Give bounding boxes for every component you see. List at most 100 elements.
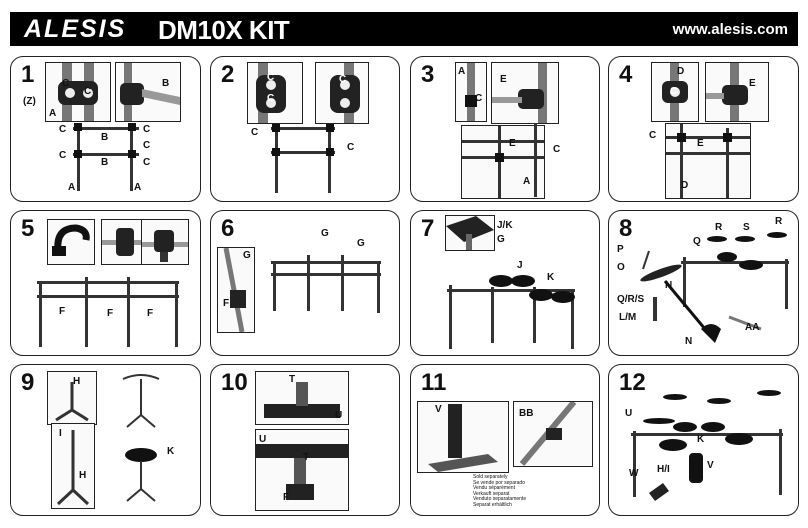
part-label: I <box>59 428 62 439</box>
detail-inset <box>101 219 147 265</box>
kick-pedal-illustration <box>428 404 498 472</box>
frame-diagram <box>462 126 544 198</box>
part-label: K <box>697 434 705 445</box>
step-panel-4: 4 D C E C E D <box>608 56 799 202</box>
detail-inset <box>217 247 255 333</box>
part-label: V <box>435 404 442 415</box>
part-label: W <box>629 468 639 479</box>
part-label: C <box>649 130 657 141</box>
stand-assembly-illustration <box>56 430 90 506</box>
part-label: G <box>497 234 505 245</box>
part-label: F <box>223 298 230 309</box>
part-label: A <box>68 182 76 193</box>
part-label: C <box>143 124 151 135</box>
part-label: U <box>625 408 633 419</box>
rack-diagram <box>271 255 381 313</box>
part-label: C <box>59 124 67 135</box>
part-label: C <box>339 74 347 85</box>
part-label: G <box>243 250 251 261</box>
part-label: AA <box>745 322 760 333</box>
clamp-knob-illustration <box>142 230 188 262</box>
detail-inset <box>445 215 495 251</box>
model-name: DM10X KIT <box>158 15 290 45</box>
step-panel-1: 1 (Z) C C A B C B C C C B C A A <box>10 56 201 202</box>
step-panel-7: 7 J/K G J K <box>410 210 600 356</box>
frame-diagram <box>73 123 139 191</box>
clamp-closeup-illustration <box>58 63 98 121</box>
part-label: Q <box>693 236 701 247</box>
step-panel-9: 9 H I H K <box>10 364 201 516</box>
detail-inset <box>417 401 509 473</box>
part-label: J <box>517 260 523 271</box>
note-line: Venduto separatamente <box>473 496 527 502</box>
detail-inset <box>51 423 95 509</box>
part-label: K <box>547 272 555 283</box>
part-label: A <box>523 176 531 187</box>
part-label: J/K <box>497 220 513 231</box>
part-label: T <box>289 374 296 385</box>
brand-logo: ALESIS <box>24 15 127 43</box>
step-panel-2: 2 C C C C C <box>210 56 400 202</box>
part-label: F <box>59 306 66 317</box>
part-label: R <box>715 222 723 233</box>
frame-upright <box>534 123 537 197</box>
part-label: H/I <box>657 464 670 475</box>
part-label: E <box>749 78 756 89</box>
step-panel-8: 8 R S R Q P O Q/R/S N L/M AA N <box>608 210 799 356</box>
step-number: 4 <box>619 61 633 88</box>
detail-inset <box>705 62 769 122</box>
pad-mount-illustration <box>446 216 494 250</box>
folded-stand-illustration <box>55 382 89 422</box>
detail-inset <box>651 62 699 122</box>
step-panel-5: 5 F F F <box>10 210 201 356</box>
detail-inset <box>461 125 545 199</box>
detail-inset <box>255 429 349 511</box>
detail-inset <box>455 62 487 122</box>
note-line: Vendu séparément <box>473 485 515 491</box>
part-label: C <box>62 78 70 89</box>
crossbar-clamp-illustration <box>120 63 180 121</box>
part-label: S <box>743 222 750 233</box>
note-line: Se vende por separado <box>473 479 525 486</box>
detail-inset <box>491 62 559 124</box>
part-label: A <box>49 108 57 119</box>
part-label: N <box>665 280 673 291</box>
rack-diagram <box>37 277 179 347</box>
part-label: C <box>84 86 92 97</box>
website-link[interactable]: www.alesis.com <box>672 21 788 38</box>
kick-tower-illustration <box>519 402 577 466</box>
part-label: E <box>697 138 704 149</box>
step-panel-10: 10 T U U T F <box>210 364 400 516</box>
part-label: V <box>707 460 714 471</box>
part-label: T <box>303 452 310 463</box>
step-number: 11 <box>421 369 447 396</box>
clamp-closeup-illustration <box>330 63 360 123</box>
part-label: F <box>283 492 290 503</box>
step-number: 8 <box>619 215 633 242</box>
sold-separately-note: Sold separately Se vende por separado Ve… <box>473 474 527 508</box>
part-label: K <box>167 446 175 457</box>
part-label: C <box>251 127 259 138</box>
step-panel-12: 12 U K H/I V W <box>608 364 799 516</box>
part-label: Q/R/S <box>617 294 645 305</box>
step-panel-11: 11 V BB Sold separately Se vende por sep… <box>410 364 600 516</box>
completed-kit-diagram <box>631 390 783 501</box>
part-label: C <box>143 140 151 151</box>
step-number: 6 <box>221 215 235 242</box>
frame-diagram <box>666 124 750 198</box>
part-label: D <box>681 180 689 191</box>
part-label: E <box>500 74 507 85</box>
part-label: (Z) <box>23 96 36 107</box>
step-panel-3: 3 A C E E C A <box>410 56 600 202</box>
part-label: B <box>162 78 170 89</box>
step-number: 1 <box>21 61 35 88</box>
part-label: C <box>267 72 275 83</box>
part-label: F <box>107 308 114 319</box>
part-label: U <box>335 410 343 421</box>
part-label: BB <box>519 408 534 419</box>
part-label: L/M <box>619 312 637 323</box>
part-label: B <box>101 157 109 168</box>
stands-diagram <box>122 374 160 502</box>
part-label: C <box>553 144 561 155</box>
detail-inset <box>315 62 369 124</box>
